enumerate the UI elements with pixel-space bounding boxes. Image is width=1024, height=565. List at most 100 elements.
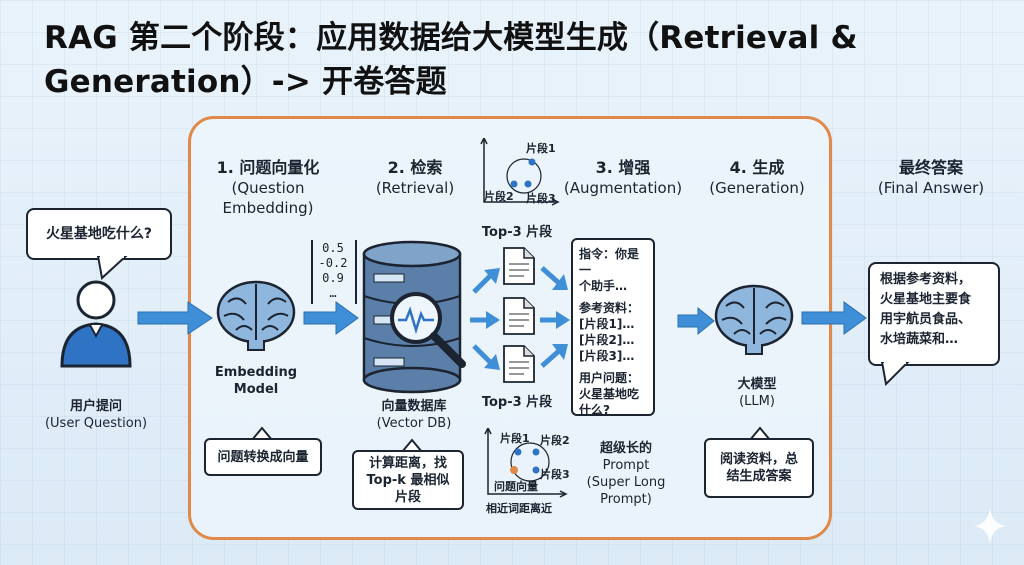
prompt-caption-line: (Super Long xyxy=(586,475,666,490)
prompt-line: 指令：你是一 xyxy=(579,247,640,277)
scatter-bottom-xlabel: 相近词距离近 xyxy=(486,502,552,515)
embedding-brain-icon xyxy=(216,280,296,351)
user-label-en: (User Question) xyxy=(44,416,148,431)
bubble-tail-icon xyxy=(96,256,128,280)
step-2-en: (Retrieval) xyxy=(375,179,455,197)
arrow-down-right-icon xyxy=(472,344,500,370)
sparkle-icon xyxy=(974,508,1006,544)
callout-pointer-icon xyxy=(400,438,424,452)
prompt-box: 指令：你是一 个助手… 参考资料： [片段1]… [片段2]… [片段3]… 用… xyxy=(571,238,655,417)
final-answer-line: 用宇航员食品、 xyxy=(880,312,972,327)
vector-db-note: 计算距离，找 Top-k 最相似 片段 xyxy=(352,450,464,510)
step-2-header: 2. 检索 (Retrieval) xyxy=(362,158,468,198)
final-answer-line: 根据参考资料， xyxy=(880,272,972,287)
user-question-bubble: 火星基地吃什么? xyxy=(26,208,172,260)
prompt-line: 参考资料： xyxy=(579,301,640,315)
arrow-down-right-icon xyxy=(540,266,568,290)
final-answer-bubble: 根据参考资料， 火星基地主要食 用宇航员食品、 水培蔬菜和… xyxy=(868,262,1000,366)
prompt-caption-line: Prompt xyxy=(602,458,650,473)
step-2-title: 2. 检索 xyxy=(387,158,443,177)
vector-db-label-cn: 向量数据库 xyxy=(381,399,447,414)
llm-label: 大模型 (LLM) xyxy=(712,376,802,410)
prompt-line: [片段2]… xyxy=(579,333,635,347)
final-answer-line: 火星基地主要食 xyxy=(880,292,972,307)
top3-label-top: Top-3 片段 xyxy=(481,225,553,240)
document-icon xyxy=(503,297,535,335)
embedding-model-label: Embedding Model xyxy=(210,364,302,398)
scatter-top-label-2: 片段2 xyxy=(484,190,514,203)
scatter-bottom-query-label: 问题向量 xyxy=(494,480,538,493)
prompt-line: 什么? xyxy=(579,403,610,417)
arrow-up-right-icon xyxy=(472,268,500,294)
step-1-en-1: (Question xyxy=(231,179,305,197)
llm-brain-icon xyxy=(714,284,794,355)
arrow-right-icon xyxy=(540,311,570,329)
arrow-right-icon xyxy=(137,301,213,335)
document-icon xyxy=(503,345,535,383)
prompt-caption-line: Prompt) xyxy=(600,492,652,507)
prompt-line: 火星基地吃 xyxy=(579,387,640,401)
bubble-tail-icon xyxy=(880,362,910,386)
arrow-right-icon xyxy=(303,301,359,335)
title-line-2: Generation）-> 开卷答题 xyxy=(44,64,447,100)
llm-note-line: 阅读资料，总 xyxy=(719,452,798,467)
vector-value: … xyxy=(329,286,337,300)
embedding-note: 问题转换成向量 xyxy=(204,438,322,476)
embedding-note-text: 问题转换成向量 xyxy=(217,449,309,465)
step-4-en: (Generation) xyxy=(709,179,805,197)
callout-pointer-icon xyxy=(748,426,772,440)
prompt-line: 个助手… xyxy=(579,279,628,293)
top-scatter-plot xyxy=(480,138,560,206)
vector-bracket xyxy=(311,240,357,304)
step-1-title: 1. 问题向量化 xyxy=(216,158,320,177)
llm-note: 阅读资料，总 结生成答案 xyxy=(704,438,814,498)
arrow-right-icon xyxy=(677,306,715,336)
final-en: (Final Answer) xyxy=(877,179,985,197)
vector-db-note-line: 计算距离，找 xyxy=(368,455,447,471)
vector-db-label: 向量数据库 (Vector DB) xyxy=(356,398,472,432)
vector-db-note-line: 片段 xyxy=(394,489,421,505)
title-line-1: RAG 第二个阶段：应用数据给大模型生成（Retrieval & xyxy=(44,20,858,56)
top3-label-bottom: Top-3 片段 xyxy=(481,395,553,410)
scatter-bottom-label-1: 片段1 xyxy=(500,432,530,445)
scatter-top-label-3: 片段3 xyxy=(526,192,556,205)
user-label: 用户提问 (User Question) xyxy=(28,398,164,432)
prompt-line: [片段3]… xyxy=(579,349,635,363)
arrow-up-right-icon xyxy=(540,344,568,368)
embedding-model-line-1: Embedding xyxy=(214,365,298,380)
llm-label-cn: 大模型 xyxy=(737,377,777,392)
page-title: RAG 第二个阶段：应用数据给大模型生成（Retrieval & Generat… xyxy=(44,16,994,104)
final-title: 最终答案 xyxy=(898,158,963,177)
prompt-line: 用户问题： xyxy=(579,371,640,385)
step-1-en-2: Embedding) xyxy=(222,199,314,217)
step-3-en: (Augmentation) xyxy=(563,179,683,197)
vector-db-label-en: (Vector DB) xyxy=(376,416,452,431)
scatter-bottom-label-3: 片段3 xyxy=(540,468,570,481)
user-question-text: 火星基地吃什么? xyxy=(45,226,153,242)
vector-db-note-line: Top-k 最相似 xyxy=(366,472,450,488)
final-answer-line: 水培蔬菜和… xyxy=(880,332,959,347)
step-3-title: 3. 增强 xyxy=(595,158,651,177)
step-1-header: 1. 问题向量化 (Question Embedding) xyxy=(198,158,338,218)
vector-value: 0.9 xyxy=(322,271,344,285)
document-icon xyxy=(503,247,535,285)
step-4-title: 4. 生成 xyxy=(729,158,785,177)
vector-value: -0.2 xyxy=(318,256,348,270)
bottom-scatter-plot xyxy=(484,428,568,498)
callout-pointer-icon xyxy=(250,426,274,440)
arrow-right-icon xyxy=(801,301,867,335)
user-person-icon xyxy=(60,280,132,368)
arrow-right-icon xyxy=(470,311,500,329)
prompt-caption-line: 超级长的 xyxy=(599,441,652,456)
final-header: 最终答案 (Final Answer) xyxy=(864,158,998,198)
llm-label-en: (LLM) xyxy=(739,394,775,409)
step-3-header: 3. 增强 (Augmentation) xyxy=(552,158,694,198)
embedding-model-line-2: Model xyxy=(233,382,279,397)
user-label-cn: 用户提问 xyxy=(69,399,122,414)
scatter-top-label-1: 片段1 xyxy=(526,142,556,155)
prompt-caption: 超级长的 Prompt (Super Long Prompt) xyxy=(576,440,676,508)
llm-note-line: 结生成答案 xyxy=(726,469,792,484)
prompt-line: [片段1]… xyxy=(579,317,635,331)
scatter-bottom-label-2: 片段2 xyxy=(540,434,570,447)
vector-value: 0.5 xyxy=(322,241,344,255)
